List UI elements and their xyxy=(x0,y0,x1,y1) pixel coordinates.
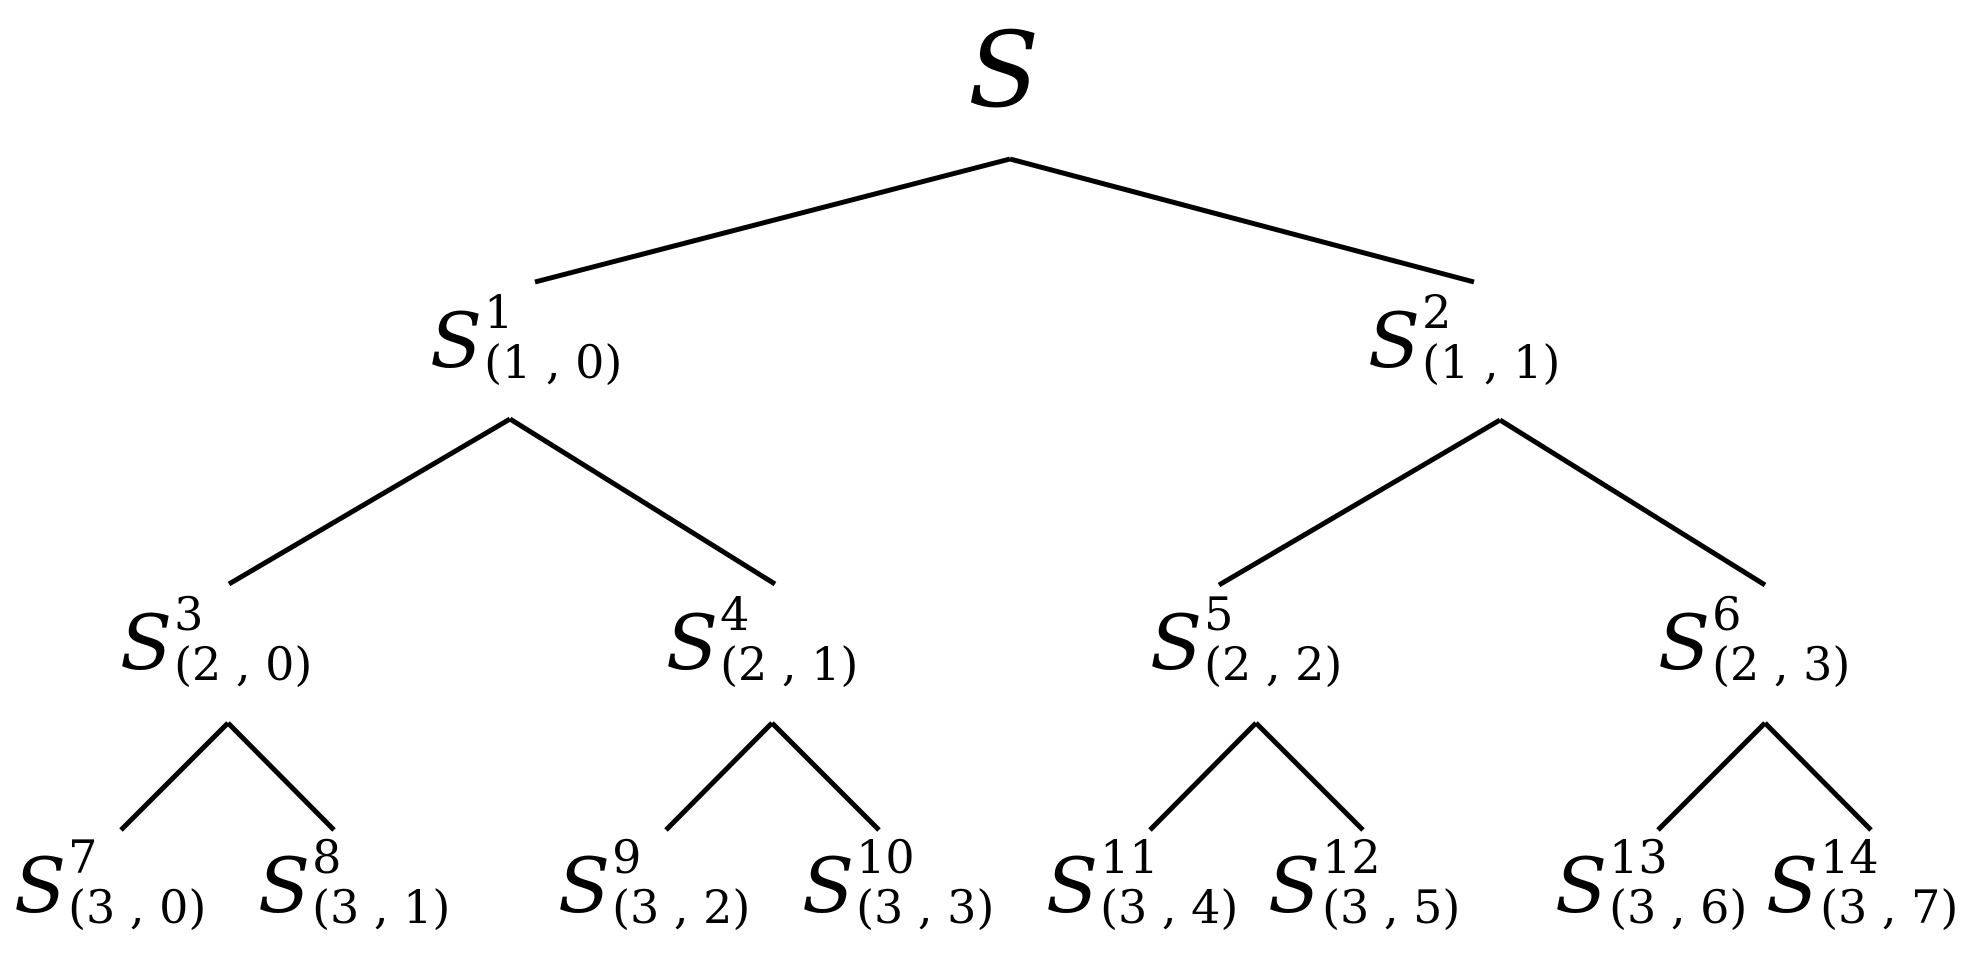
node-subscript: (3 , 1) xyxy=(312,880,451,934)
node-subscript: (1 , 0) xyxy=(484,335,623,389)
node-superscript: 7 xyxy=(68,830,98,884)
node-superscript: 10 xyxy=(856,830,915,884)
edge-n4-n9 xyxy=(664,721,774,832)
edge-n4-n10 xyxy=(770,721,881,832)
node-base: S xyxy=(968,9,1040,131)
edge-n3-n7 xyxy=(119,721,230,832)
node-base: S xyxy=(1046,841,1099,930)
edge-n1-n4 xyxy=(508,416,777,587)
node-subscript: (3 , 3) xyxy=(856,880,995,934)
node-superscript: 14 xyxy=(1820,830,1879,884)
node-superscript: 5 xyxy=(1204,587,1234,641)
node-base: S xyxy=(1766,841,1819,930)
node-superscript: 6 xyxy=(1712,587,1742,641)
node-subscript: (3 , 0) xyxy=(68,880,207,934)
node-superscript: 3 xyxy=(174,587,204,641)
node-subscript: (2 , 2) xyxy=(1204,637,1343,691)
node-subscript: (3 , 2) xyxy=(612,880,751,934)
edge-root-n1 xyxy=(534,156,1011,285)
edge-root-n2 xyxy=(1009,156,1475,285)
node-base: S xyxy=(1268,841,1321,930)
node-superscript: 1 xyxy=(484,285,514,339)
node-base: S xyxy=(1658,598,1711,687)
node-superscript: 2 xyxy=(1422,285,1452,339)
edge-n2-n5 xyxy=(1217,417,1502,588)
node-superscript: 12 xyxy=(1322,830,1381,884)
node-subscript: (1 , 1) xyxy=(1422,335,1561,389)
node-subscript: (2 , 1) xyxy=(720,637,859,691)
node-base: S xyxy=(558,841,611,930)
edge-n3-n8 xyxy=(226,721,336,832)
node-base: S xyxy=(430,296,483,385)
node-base: S xyxy=(1150,598,1203,687)
node-base: S xyxy=(14,841,67,930)
edge-n1-n3 xyxy=(227,416,512,587)
node-base: S xyxy=(258,841,311,930)
tree-node-root: S xyxy=(968,18,1039,122)
node-subscript: (2 , 3) xyxy=(1712,637,1851,691)
node-superscript: 13 xyxy=(1609,830,1668,884)
node-subscript: (3 , 6) xyxy=(1609,880,1748,934)
node-superscript: 9 xyxy=(612,830,642,884)
node-base: S xyxy=(802,841,855,930)
node-subscript: (3 , 5) xyxy=(1322,880,1461,934)
edge-n6-n13 xyxy=(1656,721,1767,832)
edge-n2-n6 xyxy=(1498,417,1767,588)
edge-n5-n12 xyxy=(1254,721,1365,832)
node-base: S xyxy=(1555,841,1608,930)
node-subscript: (2 , 0) xyxy=(174,637,313,691)
node-superscript: 4 xyxy=(720,587,750,641)
node-base: S xyxy=(120,598,173,687)
node-superscript: 11 xyxy=(1100,830,1159,884)
node-subscript: (3 , 4) xyxy=(1100,880,1239,934)
node-base: S xyxy=(666,598,719,687)
node-subscript: (3 , 7) xyxy=(1820,880,1959,934)
edge-n5-n11 xyxy=(1148,721,1258,832)
edge-n6-n14 xyxy=(1763,721,1873,832)
node-base: S xyxy=(1368,296,1421,385)
node-superscript: 8 xyxy=(312,830,342,884)
